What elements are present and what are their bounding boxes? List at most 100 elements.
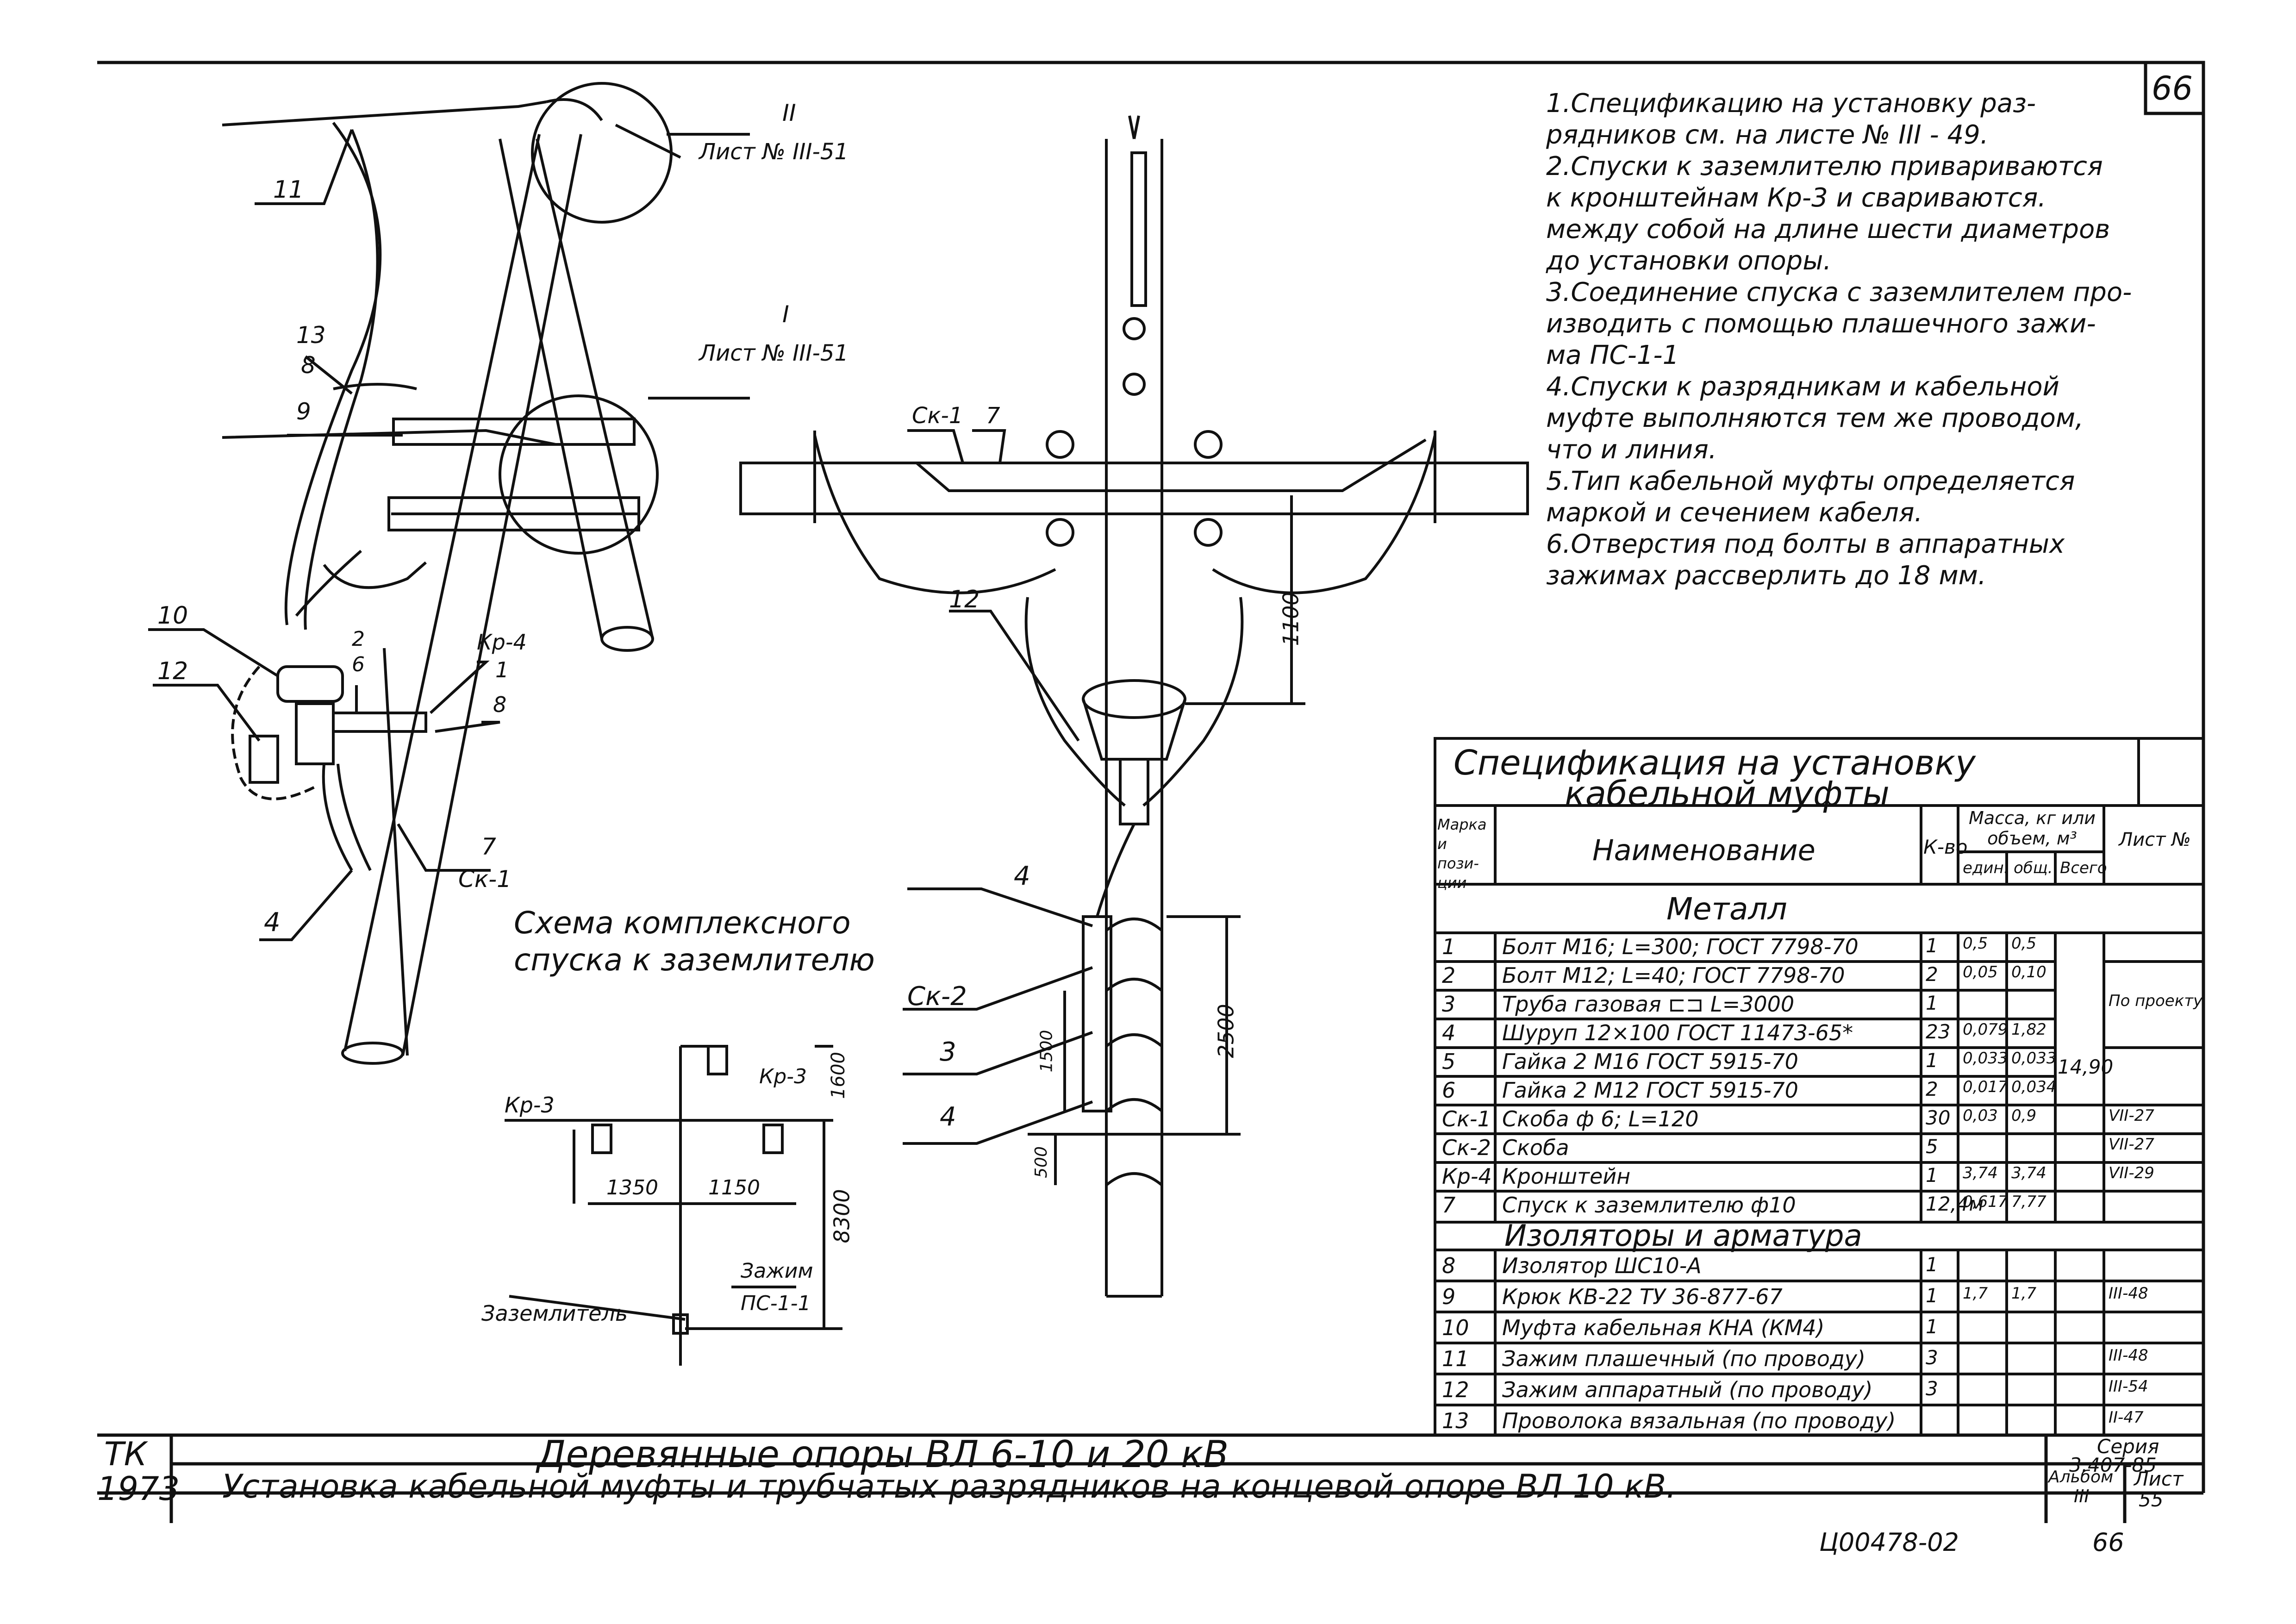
row-unit: 0,05 xyxy=(1963,963,1998,981)
dim-1500: 1500 xyxy=(1037,1030,1056,1073)
row-unit: 0,017 xyxy=(1963,1078,2008,1096)
row-unit: 0,079 xyxy=(1963,1020,2008,1039)
row-sheet: II-47 xyxy=(2109,1408,2144,1427)
callout-II: II xyxy=(782,100,796,126)
row-qty: 2 xyxy=(1926,963,1938,986)
note-line: маркой и сечением кабеля. xyxy=(1546,498,1923,528)
label-9: 9 xyxy=(296,398,311,425)
label-10: 10 xyxy=(157,602,188,630)
tb-sheet-label: Лист xyxy=(2134,1468,2184,1490)
tb-page: 66 xyxy=(2092,1528,2124,1557)
row-name: Шуруп 12×100 ГОСТ 11473-65* xyxy=(1502,1020,1853,1045)
row-total: 0,9 xyxy=(2011,1106,2037,1125)
hdr-mass: Масса, кг или объем, м³ xyxy=(1969,808,2096,849)
row-total: 0,034 xyxy=(2011,1078,2057,1096)
hdr-all: Всего xyxy=(2060,859,2107,877)
label-12-right: 12 xyxy=(949,586,980,613)
note-line: изводить с помощью плашечного зажи- xyxy=(1546,309,2096,339)
tb-title-2: Установка кабельной муфты и трубчатых ра… xyxy=(222,1468,1677,1505)
row-name: Муфта кабельная КНА (КМ4) xyxy=(1502,1315,1825,1340)
spec-title-2: кабельной муфты xyxy=(1565,774,1890,814)
row-qty: 1 xyxy=(1926,1049,1938,1072)
row-unit: 0,03 xyxy=(1963,1106,1998,1125)
label-6: 6 xyxy=(352,653,365,676)
row-sheet: По проекту xyxy=(2109,992,2203,1010)
row-sheet: VII-29 xyxy=(2109,1164,2154,1182)
label-sk1-right: Ск-1 xyxy=(912,403,963,429)
row-mark: 1 xyxy=(1442,934,1456,959)
row-mark: 7 xyxy=(1442,1193,1456,1218)
metal-total: 14,90 xyxy=(2058,1056,2114,1078)
label-11: 11 xyxy=(273,176,304,204)
dim-500: 500 xyxy=(1031,1146,1051,1178)
row-qty: 1 xyxy=(1926,1253,1938,1276)
note-line: к кронштейнам Кр-3 и свариваются. xyxy=(1546,183,2046,213)
left-pole-drawing xyxy=(148,82,750,1065)
label-sk2: Ск-2 xyxy=(907,981,967,1012)
row-unit: 3,74 xyxy=(1963,1164,1998,1182)
scheme-caption-2: спуска к заземлителю xyxy=(514,942,875,978)
row-name: Болт М12; L=40; ГОСТ 7798-70 xyxy=(1502,963,1845,988)
scheme-clamp-2: ПС-1-1 xyxy=(741,1292,811,1315)
spec-table-grid xyxy=(1434,737,2205,1437)
row-name: Скоба ф 6; L=120 xyxy=(1502,1106,1699,1131)
scheme-clamp-1: Зажим xyxy=(741,1259,813,1283)
label-7-left: 7 xyxy=(481,833,496,860)
row-mark: 6 xyxy=(1442,1078,1456,1103)
note-line: 1.Спецификацию на установку раз- xyxy=(1546,88,2036,119)
row-name: Изолятор ШС10-А xyxy=(1502,1253,1702,1278)
hdr-qty: К-во xyxy=(1923,836,1968,858)
row-mark: 10 xyxy=(1442,1315,1469,1340)
tb-inventory: Ц00478-02 xyxy=(1819,1528,1959,1557)
row-sheet: VII-27 xyxy=(2109,1106,2154,1125)
tb-sheet-value: 55 xyxy=(2139,1488,2164,1511)
row-sheet: III-54 xyxy=(2109,1377,2148,1396)
note-line: до установки опоры. xyxy=(1546,246,1832,276)
label-4-left: 4 xyxy=(264,907,281,937)
scheme-dim-1600: 1600 xyxy=(827,1052,849,1099)
ground-scheme xyxy=(505,1045,842,1366)
note-line: 3.Соединение спуска с заземлителем про- xyxy=(1546,277,2132,307)
row-mark: 11 xyxy=(1442,1346,1469,1371)
hdr-sheet: Лист № xyxy=(2119,829,2191,850)
tb-year: 1973 xyxy=(97,1470,180,1508)
row-total: 1,7 xyxy=(2011,1284,2037,1303)
row-name: Болт М16; L=300; ГОСТ 7798-70 xyxy=(1502,934,1859,959)
note-line: ма ПС-1-1 xyxy=(1546,340,1679,370)
label-2: 2 xyxy=(352,627,365,651)
row-qty: 1 xyxy=(1926,934,1938,957)
label-4-right-top: 4 xyxy=(1014,861,1030,891)
label-12-left: 12 xyxy=(157,657,188,685)
note-line: 4.Спуски к разрядникам и кабельной xyxy=(1546,372,2059,402)
row-total: 0,10 xyxy=(2011,963,2046,981)
label-13: 13 xyxy=(296,322,326,349)
hdr-unit: един. xyxy=(1963,859,2009,877)
row-mark: Ск-2 xyxy=(1442,1135,1491,1160)
row-mark: 4 xyxy=(1442,1020,1456,1045)
row-name: Кронштейн xyxy=(1502,1164,1631,1189)
tb-album-label: Альбом xyxy=(2048,1468,2114,1487)
callout-I-ref: Лист № III-51 xyxy=(699,340,849,366)
note-line: 6.Отверстия под болты в аппаратных xyxy=(1546,529,2065,559)
row-qty: 5 xyxy=(1926,1135,1938,1158)
row-qty: 2 xyxy=(1926,1078,1938,1100)
row-sheet: VII-27 xyxy=(2109,1135,2154,1154)
row-name: Проволока вязальная (по проводу) xyxy=(1502,1408,1896,1433)
label-8b: 8 xyxy=(493,692,507,717)
row-qty: 3 xyxy=(1926,1346,1938,1369)
right-pole-drawing xyxy=(739,115,1529,1298)
note-line: между собой на длине шести диаметров xyxy=(1546,214,2110,244)
row-unit: 1,7 xyxy=(1963,1284,1988,1303)
row-unit: 0,617 xyxy=(1963,1193,2008,1211)
row-mark: 9 xyxy=(1442,1284,1456,1309)
row-name: Скоба xyxy=(1502,1135,1569,1160)
row-name: Зажим аппаратный (по проводу) xyxy=(1502,1377,1873,1402)
row-total: 3,74 xyxy=(2011,1164,2046,1182)
note-line: 2.Спуски к заземлителю приваривaются xyxy=(1546,151,2103,181)
row-name: Труба газовая ⊏⊐ L=3000 xyxy=(1502,992,1795,1017)
row-qty: 1 xyxy=(1926,1315,1938,1338)
row-sheet: III-48 xyxy=(2109,1346,2148,1365)
row-qty: 23 xyxy=(1926,1020,1951,1043)
row-qty: 1 xyxy=(1926,1164,1938,1187)
note-line: рядников см. на листе № III - 49. xyxy=(1546,120,1989,150)
